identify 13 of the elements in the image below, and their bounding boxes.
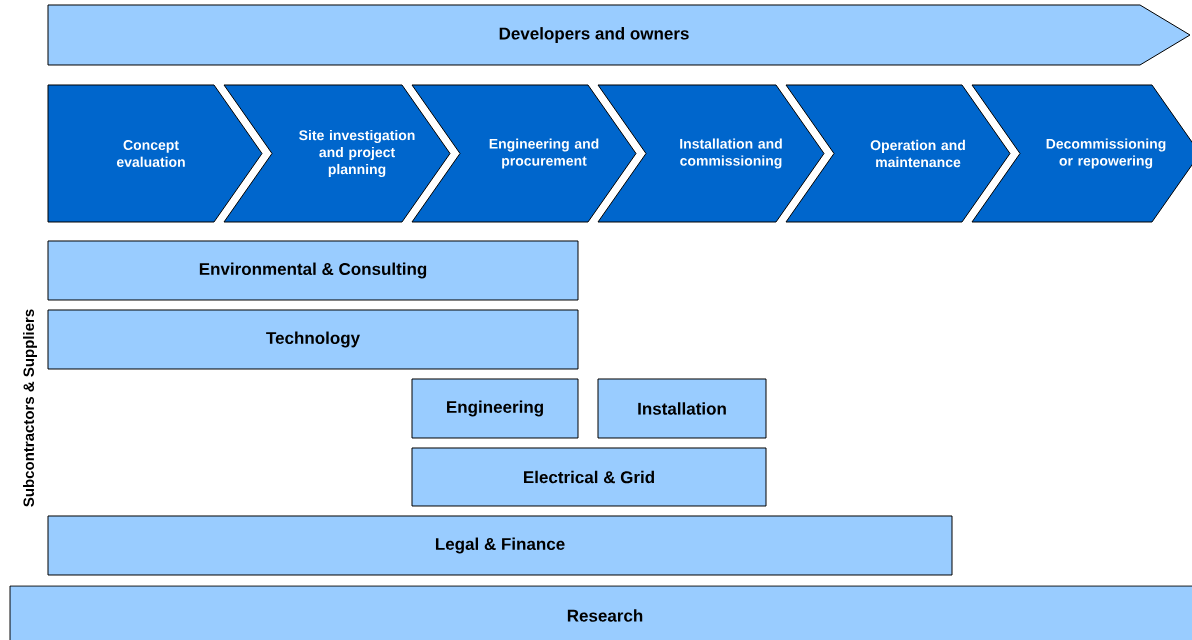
node-label: Decommissioning or repowering (1046, 138, 1166, 169)
chevron-step: Concept evaluation (47, 84, 263, 223)
chevron-step: Site investigation and project planning (223, 84, 451, 223)
category-box: Environmental & Consulting (47, 240, 579, 301)
category-box: Technology (47, 309, 579, 370)
category-box: Research (9, 585, 1192, 640)
category-box: Engineering (411, 378, 579, 439)
category-box: Legal & Finance (47, 515, 953, 576)
chevron-step: Decommissioning or repowering (971, 84, 1192, 223)
category-box: Installation (597, 378, 767, 439)
category-box: Electrical & Grid (411, 447, 767, 507)
chevron-step: Operation and maintenance (785, 84, 1011, 223)
side-label: Subcontractors & Suppliers (23, 309, 37, 507)
